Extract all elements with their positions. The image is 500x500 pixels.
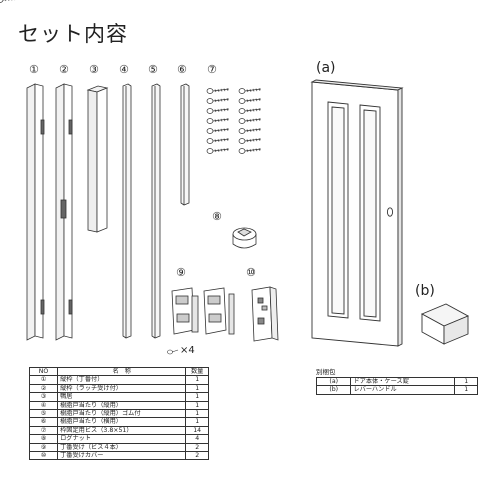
part-number-9: ⑨ (176, 266, 186, 279)
part-number-4: ④ (119, 63, 129, 76)
header-name: 名 称 (57, 366, 187, 377)
row-name: ドア本体・ケース錠 (350, 376, 456, 387)
door-stop-vertical (122, 83, 132, 339)
frame-latch-side (55, 83, 73, 341)
row-qty: 4 (185, 434, 209, 444)
row-name: 鴨居 (57, 392, 187, 402)
row-name: 樹脂戸当たり（横用） (57, 417, 187, 427)
frame-hinge-side (26, 83, 45, 341)
table-row: ② 縦枠（ラッチ受け付） 1 (28, 383, 209, 394)
part-number-3: ③ (89, 63, 99, 76)
row-name: 樹脂戸当たり（縦用）ゴム付 (57, 409, 187, 419)
head-rail (86, 85, 109, 233)
frame-screws (0, 0, 262, 154)
row-qty: 1 (185, 417, 209, 427)
log-nut (232, 227, 257, 249)
lever-handle-box (420, 303, 470, 345)
part-number-1: ① (29, 63, 39, 76)
parts-table: NO 名 称 数量 ① 縦枠（丁番付） 1 ② 縦枠（ラッチ受け付） 1 ③ 鴨… (28, 366, 209, 461)
table-row: ⑦ 枠固定用ビス（3.8×51） 14 (28, 425, 209, 436)
part-number-10: ⑩ (246, 266, 256, 279)
table-row: ① 縦枠（丁番付） 1 (28, 375, 209, 385)
row-qty: 1 (185, 392, 209, 402)
row-code: (b) (315, 385, 352, 395)
row-qty: 2 (185, 442, 209, 453)
row-no: ⑧ (28, 434, 59, 444)
row-name: 枠固定用ビス（3.8×51） (57, 425, 187, 436)
row-no: ⑥ (28, 417, 59, 427)
row-no: ⑦ (28, 425, 59, 436)
row-no: ① (28, 375, 59, 385)
row-no: ⑩ (28, 451, 59, 461)
table-row: ⑥ 樹脂戸当たり（横用） 1 (28, 417, 209, 427)
row-qty: 1 (185, 383, 209, 394)
page-title: セット内容 (18, 22, 128, 46)
row-qty: 2 (185, 451, 209, 461)
part-number-8: ⑧ (212, 210, 222, 223)
row-no: ③ (28, 392, 59, 402)
table-header-row: NO 名 称 数量 (28, 366, 209, 377)
door-stop-horizontal (180, 83, 190, 206)
part-number-5: ⑤ (148, 63, 158, 76)
table-row: ④ 樹脂戸当たり（縦用） 1 (28, 400, 209, 411)
row-name: 縦枠（丁番付） (57, 375, 187, 385)
table-row: (a) ドア本体・ケース錠 1 (315, 376, 478, 387)
row-no: ④ (28, 400, 59, 411)
door-stop-vertical-rubber (151, 83, 161, 339)
row-name: 樹脂戸当たり（縦用） (57, 400, 187, 411)
hinge-screw-icon (167, 349, 179, 355)
row-qty: 1 (454, 376, 478, 387)
row-qty: 14 (185, 425, 209, 436)
part-number-6: ⑥ (177, 63, 187, 76)
row-no: ⑤ (28, 409, 59, 419)
hinge-cover (251, 286, 279, 342)
row-code: (a) (315, 376, 352, 387)
table-row: ⑤ 樹脂戸当たり（縦用）ゴム付 1 (28, 409, 209, 419)
header-qty: 数量 (185, 366, 209, 377)
table-row: (b) レバーハンドル 1 (315, 385, 478, 395)
table-row: ③ 鴨居 1 (28, 392, 209, 402)
row-qty: 1 (185, 375, 209, 385)
row-qty: 1 (185, 400, 209, 411)
door-body (310, 79, 404, 347)
door-label: (a) (316, 60, 336, 76)
row-qty: 1 (454, 385, 478, 395)
table-row: ⑩ 丁番受けカバー 2 (28, 451, 209, 461)
row-no: ② (28, 383, 59, 394)
separate-package-caption: 別梱包 (316, 368, 336, 376)
row-no: ⑨ (28, 442, 59, 453)
row-qty: 1 (185, 409, 209, 419)
header-no: NO (28, 366, 59, 377)
row-name: ログナット (57, 434, 187, 444)
separate-package-table: (a) ドア本体・ケース錠 1 (b) レバーハンドル 1 (315, 376, 478, 395)
row-name: 丁番受け（ビス４本） (57, 442, 187, 453)
part-number-2: ② (59, 63, 69, 76)
row-name: 縦枠（ラッチ受け付） (57, 383, 187, 394)
row-name: レバーハンドル (350, 385, 456, 395)
hinge-screws-quantity: ×4 (180, 345, 195, 356)
table-row: ⑨ 丁番受け（ビス４本） 2 (28, 442, 209, 453)
row-name: 丁番受けカバー (57, 451, 187, 461)
part-number-7: ⑦ (207, 63, 217, 76)
table-row: ⑧ ログナット 4 (28, 434, 209, 444)
hinge-receivers (171, 287, 235, 335)
handle-label: (b) (415, 283, 435, 299)
